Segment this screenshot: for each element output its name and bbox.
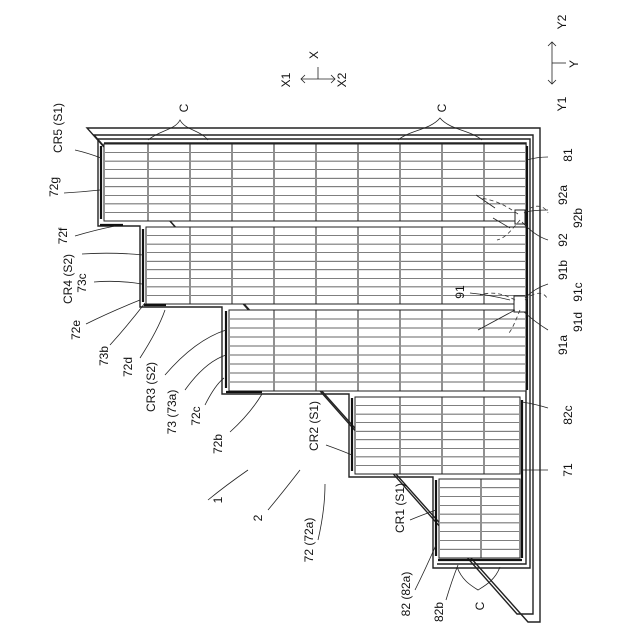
x-axis-label: X bbox=[307, 51, 321, 59]
solar-cell bbox=[484, 397, 520, 474]
solar-cell bbox=[484, 227, 526, 304]
label-82: 82 (82a) bbox=[399, 572, 413, 617]
label-82b: 82b bbox=[432, 602, 446, 622]
leader-72 bbox=[318, 484, 325, 540]
label-cr3: CR3 (S2) bbox=[144, 362, 158, 412]
solar-cell bbox=[400, 227, 442, 304]
brace-c-top-right bbox=[398, 118, 482, 140]
label-c-top-right: C bbox=[435, 103, 449, 112]
label-cr2: CR2 (S1) bbox=[307, 401, 321, 451]
leader-cr3 bbox=[165, 330, 226, 375]
label-82c: 82c bbox=[561, 405, 575, 424]
solar-cell bbox=[274, 227, 316, 304]
label-91: 91 bbox=[453, 285, 467, 299]
leader-82b bbox=[446, 565, 458, 600]
leader-cr4 bbox=[82, 253, 143, 255]
solar-cell bbox=[442, 144, 484, 221]
solar-cell bbox=[484, 144, 526, 221]
label-72d: 72d bbox=[121, 357, 135, 377]
solar-cell bbox=[229, 310, 274, 391]
brace-c-top-left bbox=[148, 120, 208, 140]
label-81: 81 bbox=[561, 148, 575, 162]
x1-label: X1 bbox=[279, 72, 293, 87]
label-72e: 72e bbox=[69, 320, 83, 340]
leader-72b bbox=[230, 394, 262, 432]
solar-cell bbox=[316, 310, 358, 391]
leader-91b bbox=[525, 284, 548, 298]
leader-72f bbox=[75, 226, 115, 236]
solar-cell bbox=[232, 227, 274, 304]
y1-label: Y1 bbox=[555, 96, 569, 111]
label-72b: 72b bbox=[211, 434, 225, 454]
label-73: 73 (73a) bbox=[165, 390, 179, 435]
solar-cell bbox=[232, 144, 274, 221]
solar-cell bbox=[400, 310, 442, 391]
junction-box-92-body bbox=[515, 210, 525, 224]
solar-cell bbox=[400, 397, 442, 474]
solar-cell bbox=[358, 310, 400, 391]
label-cr1: CR1 (S1) bbox=[393, 483, 407, 533]
solar-cell bbox=[316, 144, 358, 221]
solar-cell bbox=[190, 227, 232, 304]
leader-72d bbox=[140, 310, 165, 358]
solar-cell bbox=[442, 397, 484, 474]
solar-cell bbox=[190, 144, 232, 221]
solar-cell bbox=[484, 310, 526, 391]
solar-cell bbox=[358, 227, 400, 304]
y-axis-indicator: Y Y2 Y1 bbox=[548, 14, 581, 111]
solar-cell bbox=[316, 227, 358, 304]
junction-box-91-body bbox=[514, 296, 526, 312]
label-cr5: CR5 (S1) bbox=[51, 103, 65, 153]
label-73c: 73c bbox=[75, 273, 89, 292]
label-1: 1 bbox=[211, 496, 225, 503]
x2-label: X2 bbox=[335, 72, 349, 87]
label-91b: 91b bbox=[556, 260, 570, 280]
label-c-bottom: C bbox=[473, 601, 487, 610]
leader-72g bbox=[64, 190, 100, 193]
leader-73b bbox=[110, 303, 145, 345]
leader-92a bbox=[525, 210, 548, 212]
leader-cr2 bbox=[326, 445, 352, 455]
label-92a: 92a bbox=[556, 185, 570, 205]
label-cr4: CR4 (S2) bbox=[61, 254, 75, 304]
leader-2 bbox=[268, 470, 300, 510]
leader-cr5 bbox=[75, 150, 101, 158]
label-92b: 92b bbox=[571, 208, 585, 228]
label-2: 2 bbox=[251, 514, 265, 521]
label-72f: 72f bbox=[56, 227, 70, 244]
solar-cell-grid bbox=[104, 144, 526, 558]
solar-cell bbox=[274, 144, 316, 221]
y-axis-label: Y bbox=[567, 60, 581, 68]
leader-72c bbox=[205, 378, 224, 405]
solar-cell bbox=[146, 227, 190, 304]
solar-cell bbox=[274, 310, 316, 391]
solar-cell bbox=[481, 479, 520, 558]
leader-1 bbox=[208, 470, 248, 500]
x-axis-indicator: X X1 X2 bbox=[279, 51, 349, 87]
solar-cell bbox=[442, 310, 484, 391]
solar-cell bbox=[439, 479, 481, 558]
label-73b: 73b bbox=[97, 346, 111, 366]
y2-label: Y2 bbox=[555, 14, 569, 29]
label-92: 92 bbox=[556, 233, 570, 247]
solar-cell bbox=[400, 144, 442, 221]
leader-73c bbox=[94, 281, 142, 284]
solar-cell bbox=[358, 144, 400, 221]
label-72c: 72c bbox=[189, 406, 203, 425]
label-c-top-left: C bbox=[177, 103, 191, 112]
label-91c: 91c bbox=[571, 282, 585, 301]
solar-cell bbox=[104, 144, 148, 221]
solar-cell bbox=[148, 144, 190, 221]
label-91a: 91a bbox=[556, 335, 570, 355]
wire-91c bbox=[525, 293, 548, 300]
label-72: 72 (72a) bbox=[302, 518, 316, 563]
label-71: 71 bbox=[561, 463, 575, 477]
label-72g: 72g bbox=[47, 177, 61, 197]
leader-72e bbox=[86, 300, 140, 324]
leader-73 bbox=[185, 355, 226, 390]
solar-cell bbox=[355, 397, 400, 474]
label-91d: 91d bbox=[571, 312, 585, 332]
